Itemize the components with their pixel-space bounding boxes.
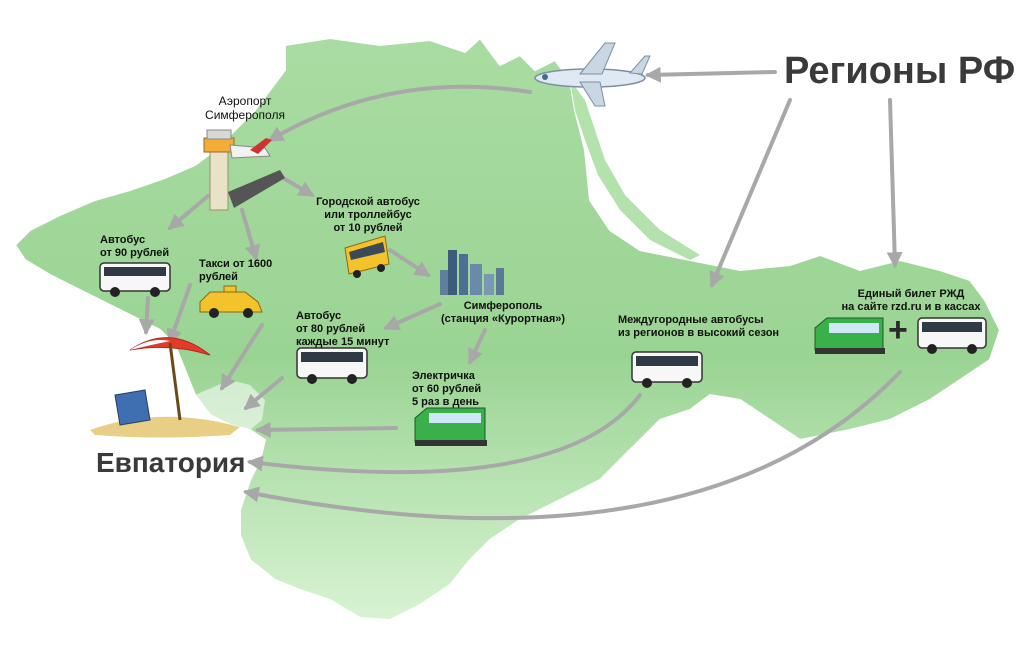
airplane-icon [534,42,651,107]
arrow-airport-bus [167,194,210,231]
arrow-regions-intercity [709,98,792,288]
arrow-simf-bus80 [383,302,442,331]
train-icon [414,407,487,446]
label-city-bus: Городской автобус или троллейбус от 10 р… [316,196,420,234]
arrow-train-evp [254,421,398,438]
label-train: Электричка от 60 рублей 5 раз в день [412,370,482,408]
label-taxi: Такси от 1600 рублей [199,258,273,283]
label-simferopol: Симферополь (станция «Курортная») [440,300,566,325]
label-airport: Аэропорт Симферополя [205,94,285,122]
arrow-airport-taxi [240,208,261,262]
arrow-citybus-simf [388,248,431,277]
arabat-spit [570,80,700,260]
title-regions-rf: Регионы РФ [784,50,1016,92]
label-bus-80: Автобус от 80 рублей каждые 15 минут [296,310,390,348]
label-bus-90: Автобус от 90 рублей [100,234,170,259]
beach-umbrella-icon [90,337,240,438]
city-bus-icon [344,235,390,278]
train-icon [814,317,885,354]
arrow-bus90-beach [138,296,155,336]
arrow-bus80-beach [220,323,264,391]
arrow-regions-rzd [886,98,903,269]
arrow-regions-plane [644,66,777,83]
arrow-plane-airport [267,84,532,142]
bus-icon [296,347,368,384]
destination-evpatoria: Евпатория [96,447,246,478]
label-rzd: Единый билет РЖД на сайте rzd.ru и в кас… [841,288,981,313]
bus-icon [917,317,987,354]
taxi-icon [199,285,263,318]
arrow-rzd-evp [242,370,902,521]
plus-sign: + [888,311,908,349]
arrow-bus80-evp [243,376,284,411]
kalamita-bay [195,380,265,430]
arrow-simf-train [468,328,487,365]
bus-icon [631,351,703,388]
bus-icon [99,262,171,297]
city-skyline-icon [440,250,504,295]
label-intercity: Междугородные автобусы из регионов в выс… [618,314,780,339]
arrow-taxi-beach [166,283,192,346]
arrow-intercity-evp [246,393,642,475]
airport-tower-icon [203,129,285,211]
